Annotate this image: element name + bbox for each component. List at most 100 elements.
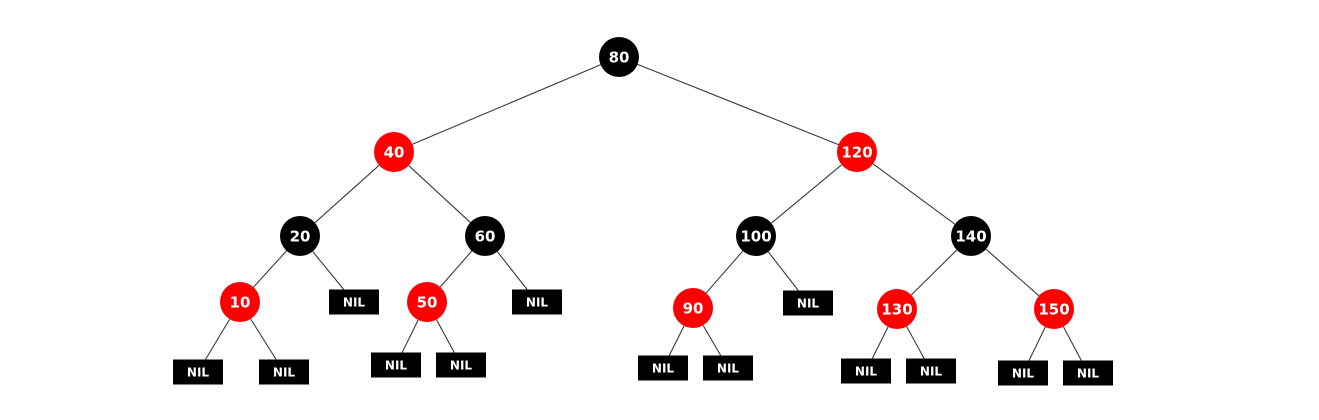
node-value-label: 50 <box>417 294 438 312</box>
tree-node-90: 90 <box>673 288 713 328</box>
nil-leaf-box <box>638 355 688 381</box>
nil-leaf-label: NIL <box>652 362 675 376</box>
nil-leaf-label: NIL <box>717 362 740 376</box>
tree-node-120: 120 <box>837 132 877 172</box>
black-node-circle <box>280 216 320 256</box>
nil-leaf: NIL <box>703 355 753 381</box>
tree-edge <box>767 251 799 291</box>
nil-leaf-label: NIL <box>920 365 943 379</box>
tree-node-150: 150 <box>1034 289 1074 329</box>
tree-node-130: 130 <box>877 289 917 329</box>
tree-edge <box>496 251 528 290</box>
tree-edge <box>1028 326 1046 361</box>
nil-leaf-label: NIL <box>1077 367 1100 381</box>
black-node-circle <box>465 216 505 256</box>
node-value-label: 90 <box>683 300 704 318</box>
tree-edge <box>436 319 455 353</box>
nil-leaf: NIL <box>173 359 223 385</box>
tree-edge <box>1062 326 1082 361</box>
tree-edge <box>702 324 722 356</box>
nil-leaf-box <box>259 359 309 385</box>
tree-edge <box>250 318 277 360</box>
nil-leaf-label: NIL <box>385 359 408 373</box>
tree-node-100: 100 <box>736 216 776 256</box>
tree-edge <box>439 250 473 288</box>
nil-leaf: NIL <box>1063 360 1113 386</box>
tree-edge <box>412 64 601 145</box>
red-node-circle <box>220 282 260 322</box>
nil-leaf: NIL <box>998 360 1048 386</box>
nil-leaf: NIL <box>906 358 956 384</box>
tree-edge <box>253 250 287 288</box>
node-value-label: 130 <box>881 301 912 319</box>
tree-node-140: 140 <box>951 216 991 256</box>
tree-edge <box>408 165 471 223</box>
tree-edge <box>906 326 925 359</box>
nil-leaf-label: NIL <box>450 359 473 373</box>
tree-node-60: 60 <box>465 216 505 256</box>
tree-node-20: 20 <box>280 216 320 256</box>
node-value-label: 100 <box>740 228 771 246</box>
nil-leaf: NIL <box>259 359 309 385</box>
tree-edge <box>872 163 956 225</box>
tree-edge <box>312 251 345 290</box>
red-node-circle <box>407 282 447 322</box>
nil-leaf-box <box>512 289 562 315</box>
node-value-label: 150 <box>1038 301 1069 319</box>
red-node-circle <box>837 132 877 172</box>
nil-leaf: NIL <box>371 352 421 378</box>
tree-edge <box>314 164 380 224</box>
nil-leaf: NIL <box>638 355 688 381</box>
black-node-circle <box>599 37 639 77</box>
nil-leaf-box <box>998 360 1048 386</box>
black-node-circle <box>736 216 776 256</box>
tree-edges <box>205 63 1082 361</box>
node-value-label: 140 <box>955 228 986 246</box>
red-node-circle <box>673 288 713 328</box>
nil-leaf-label: NIL <box>797 297 820 311</box>
nil-leaf-label: NIL <box>526 296 549 310</box>
black-node-circle <box>951 216 991 256</box>
tree-edge <box>705 250 744 294</box>
nil-leaf-label: NIL <box>855 365 878 379</box>
tree-edge <box>637 63 839 146</box>
tree-node-40: 40 <box>374 132 414 172</box>
red-node-circle <box>1034 289 1074 329</box>
nil-leaf: NIL <box>512 289 562 315</box>
nil-leaf: NIL <box>329 289 379 315</box>
nil-leaf: NIL <box>841 358 891 384</box>
nil-leaf-box <box>173 359 223 385</box>
nil-leaf: NIL <box>436 352 486 378</box>
nil-leaf-box <box>906 358 956 384</box>
nil-leaf-box <box>436 352 486 378</box>
tree-edge <box>985 248 1040 297</box>
red-node-circle <box>877 289 917 329</box>
tree-node-10: 10 <box>220 282 260 322</box>
tree-node-50: 50 <box>407 282 447 322</box>
nil-leaf-box <box>329 289 379 315</box>
red-node-circle <box>374 132 414 172</box>
node-value-label: 20 <box>290 228 311 246</box>
nil-leaf-box <box>703 355 753 381</box>
tree-edge <box>771 164 842 224</box>
tree-edge <box>205 318 231 360</box>
nil-leaf-box <box>1063 360 1113 386</box>
node-value-label: 120 <box>841 144 872 162</box>
tree-edge <box>401 319 419 353</box>
nil-leaf-label: NIL <box>343 296 366 310</box>
nil-leaf-label: NIL <box>1012 367 1035 381</box>
nil-leaf-label: NIL <box>187 366 210 380</box>
tree-edge <box>910 249 958 296</box>
tree-edge <box>668 325 685 356</box>
nil-leaf-label: NIL <box>273 366 296 380</box>
tree-edge <box>871 326 889 359</box>
nil-leaf-box <box>783 290 833 316</box>
node-value-label: 10 <box>230 294 251 312</box>
node-value-label: 40 <box>384 144 405 162</box>
node-value-label: 80 <box>609 49 630 67</box>
tree-node-80: 80 <box>599 37 639 77</box>
node-value-label: 60 <box>475 228 496 246</box>
nil-leaf: NIL <box>783 290 833 316</box>
nil-leaf-box <box>841 358 891 384</box>
